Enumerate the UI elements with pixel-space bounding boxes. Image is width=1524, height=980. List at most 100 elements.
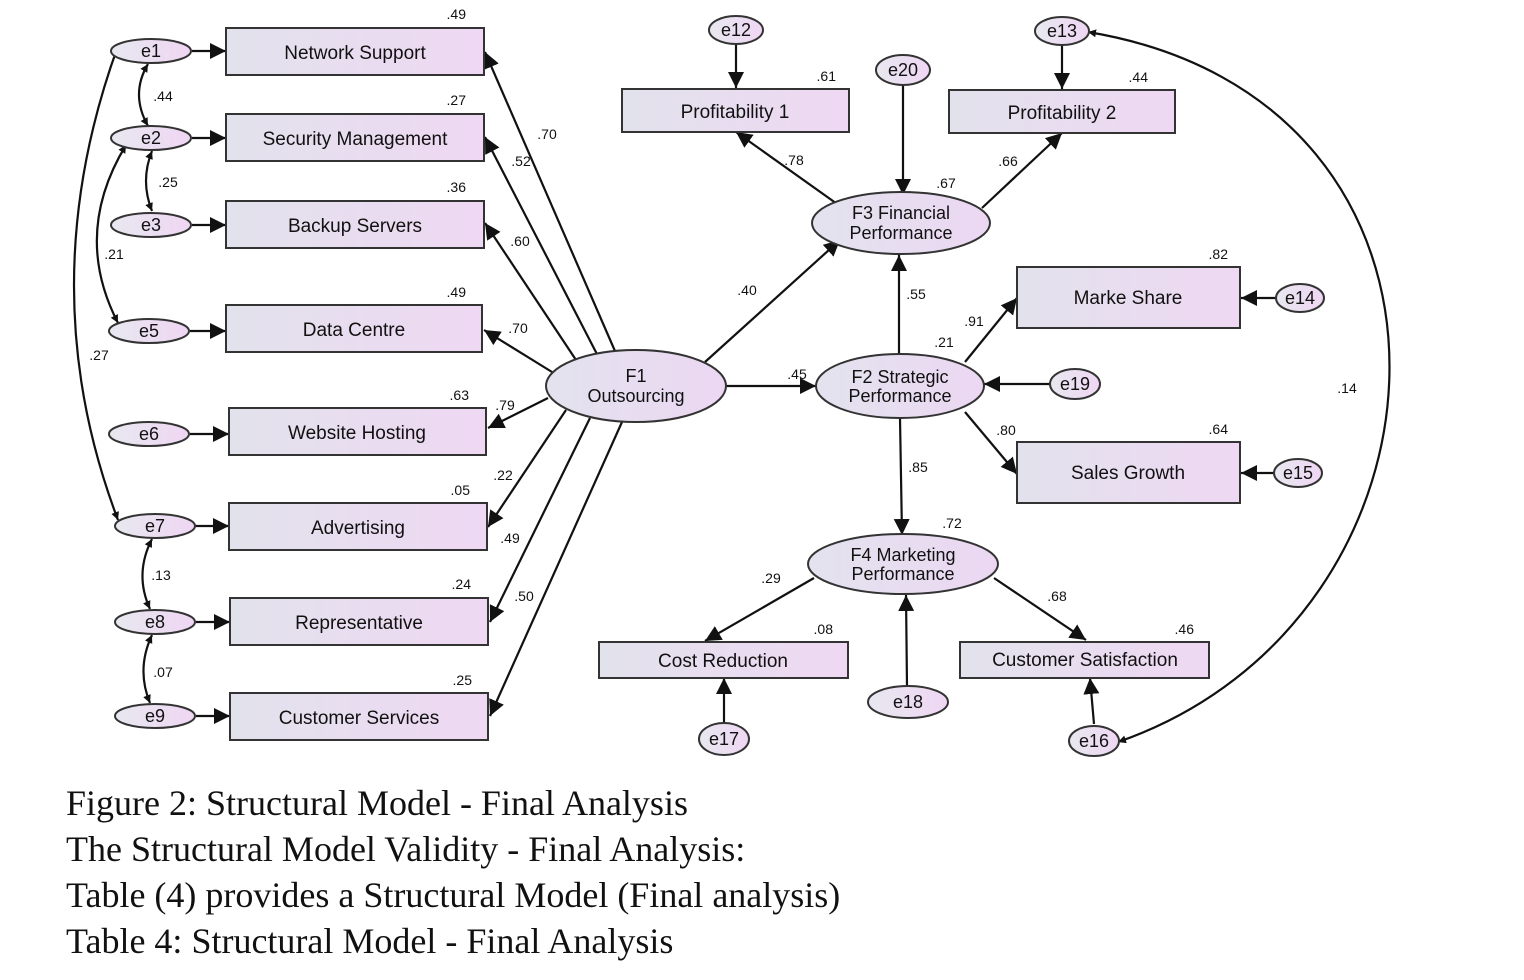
indicator-label: Advertising <box>311 518 405 539</box>
indicator-security-management: Security Management .27 <box>225 92 485 162</box>
indicator-network-support: Network Support .49 <box>225 6 485 76</box>
error-e2: e2 <box>110 125 192 151</box>
latent-f1-outsourcing: F1 Outsourcing <box>545 349 727 423</box>
path-coef-f2-f4: .85 <box>908 459 928 475</box>
latent-label-line1: F4 Marketing <box>850 545 955 565</box>
caption-line-figure-title: Figure 2: Structural Model - Final Analy… <box>66 783 688 823</box>
indicator-website-hosting: Website Hosting .63 <box>228 387 487 456</box>
error-label: e3 <box>141 215 161 235</box>
r2-value: .44 <box>1129 69 1149 85</box>
indicator-sales-growth: Sales Growth .64 <box>1016 421 1241 504</box>
error-label: e5 <box>139 321 159 341</box>
indicator-label: Representative <box>295 613 423 634</box>
r2-value: .49 <box>447 284 467 300</box>
r2-value: .64 <box>1209 421 1229 437</box>
path-f1-representative <box>489 417 591 623</box>
error-label: e19 <box>1060 374 1090 394</box>
error-label: e14 <box>1285 288 1315 308</box>
r2-value: .27 <box>447 92 467 108</box>
error-label: e13 <box>1047 21 1077 41</box>
path-f4-customer-satisfaction <box>993 577 1087 641</box>
loading-profitability-1: .78 <box>784 152 804 168</box>
edges <box>72 29 1391 744</box>
error-label: e9 <box>145 706 165 726</box>
latent-label-line2: Performance <box>851 564 954 584</box>
error-e7: e7 <box>114 513 196 539</box>
latent-f4-marketing-performance: F4 Marketing Performance .72 <box>807 515 999 595</box>
error-e12: e12 <box>708 15 764 45</box>
indicator-cost-reduction: Cost Reduction .08 <box>598 621 849 679</box>
err-arrow-e16 <box>1083 677 1100 725</box>
caption-line-section-heading: The Structural Model Validity - Final An… <box>66 829 746 869</box>
r2-value: .82 <box>1209 246 1229 262</box>
cov-coef-e2-e5: .21 <box>104 246 124 262</box>
error-label: e20 <box>888 60 918 80</box>
indicator-label: Security Management <box>263 129 449 150</box>
figure-caption: Figure 2: Structural Model - Final Analy… <box>66 780 1486 964</box>
error-e8: e8 <box>114 609 196 635</box>
latent-label-line1: F3 Financial <box>852 203 950 223</box>
indicator-label: Profitability 1 <box>681 102 790 123</box>
indicator-marke-share: Marke Share .82 <box>1016 246 1241 329</box>
path-f1-f3 <box>704 239 841 363</box>
indicator-label: Profitability 2 <box>1008 103 1117 124</box>
indicator-backup-servers: Backup Servers .36 <box>225 179 485 249</box>
latent-label-line1: F1 <box>625 366 646 386</box>
indicator-profitability-1: Profitability 1 .61 <box>621 68 850 133</box>
latent-f3-financial-performance: F3 Financial Performance .67 <box>811 175 991 255</box>
cov-e1-e2 <box>138 63 149 127</box>
error-e13: e13 <box>1034 16 1090 46</box>
error-e20: e20 <box>875 54 931 86</box>
latent-label-line2: Performance <box>849 223 952 243</box>
error-label: e1 <box>141 41 161 61</box>
error-label: e18 <box>893 692 923 712</box>
indicator-label: Cost Reduction <box>658 651 788 672</box>
error-label: e15 <box>1283 463 1313 483</box>
error-label: e7 <box>145 516 165 536</box>
path-coef-f1-f3: .40 <box>737 282 757 298</box>
cov-e13-e16 <box>1087 29 1391 744</box>
loading-sales-growth: .80 <box>996 422 1016 438</box>
loading-customer-services: .50 <box>514 588 534 604</box>
loading-cost-reduction: .29 <box>761 570 781 586</box>
indicator-label: Sales Growth <box>1071 463 1185 484</box>
indicator-advertising: Advertising .05 <box>228 482 488 551</box>
loading-website-hosting: .79 <box>495 397 515 413</box>
indicator-profitability-2: Profitability 2 .44 <box>948 69 1176 134</box>
error-label: e12 <box>721 20 751 40</box>
indicator-representative: Representative .24 <box>229 576 489 646</box>
path-f2-marke-share <box>964 297 1018 363</box>
loading-backup-servers: .60 <box>510 233 530 249</box>
error-e18: e18 <box>867 685 949 719</box>
indicator-label: Website Hosting <box>288 423 426 444</box>
loading-marke-share: .91 <box>964 313 984 329</box>
error-label: e2 <box>141 128 161 148</box>
path-f1-customer-services <box>488 421 624 717</box>
error-e3: e3 <box>110 212 192 238</box>
error-label: e8 <box>145 612 165 632</box>
path-f2-sales-growth <box>964 411 1018 475</box>
error-e16: e16 <box>1068 725 1120 757</box>
path-f1-network-support <box>483 51 620 359</box>
latent-f2-strategic-performance: F2 Strategic Performance .21 <box>815 334 985 419</box>
path-f1-website-hosting <box>487 397 549 429</box>
error-e14: e14 <box>1275 283 1325 313</box>
cov-coef-e7-e8: .13 <box>151 567 171 583</box>
cov-e2-e3 <box>144 150 154 212</box>
r2-value: .67 <box>936 175 956 191</box>
cov-coef-e1-e7: .27 <box>89 347 109 363</box>
path-f2-f4 <box>893 417 910 536</box>
cov-coef-e8-e9: .07 <box>153 664 173 680</box>
r2-value: .24 <box>452 576 472 592</box>
latent-label-line2: Outsourcing <box>587 386 684 406</box>
indicator-data-centre: Data Centre .49 <box>225 284 483 353</box>
indicator-label: Data Centre <box>303 320 405 341</box>
r2-value: .63 <box>450 387 470 403</box>
cov-coef-e2-e3: .25 <box>158 174 178 190</box>
path-f3-profitability-1 <box>735 131 841 207</box>
indicator-label: Customer Services <box>279 708 440 729</box>
path-f1-advertising <box>487 409 567 528</box>
path-coef-f2-f3: .55 <box>906 286 926 302</box>
error-e15: e15 <box>1273 458 1323 488</box>
error-e5: e5 <box>108 318 190 344</box>
